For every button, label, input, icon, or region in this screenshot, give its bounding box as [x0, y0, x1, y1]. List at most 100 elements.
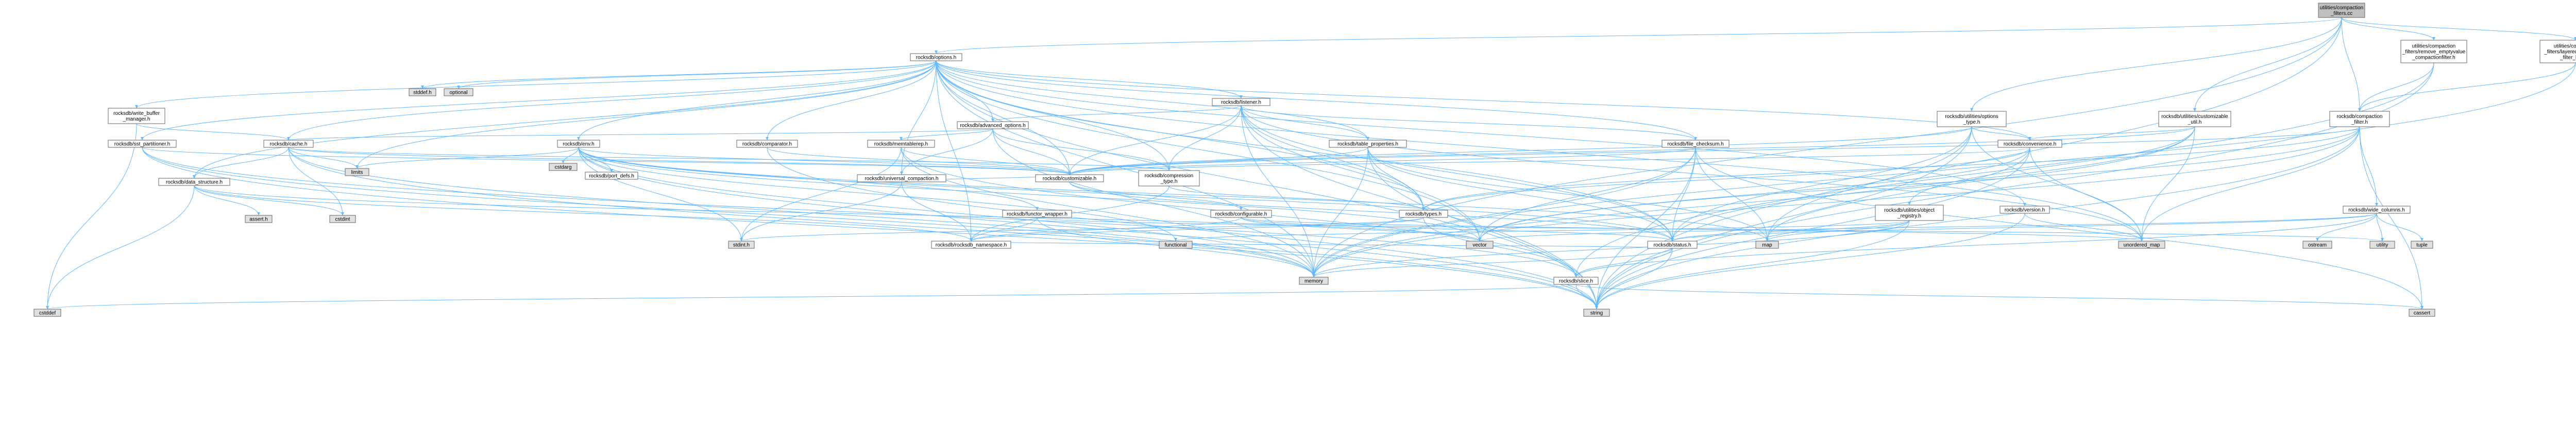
node-slice[interactable]: rocksdb/slice.h	[1553, 277, 1599, 285]
node-box-namespace	[931, 241, 1011, 249]
edge-listener-to-compression_type	[1168, 105, 1242, 171]
node-rem_empty[interactable]: utilities/compaction_filters/remove_empt…	[2400, 40, 2467, 63]
edge-memtablerep-to-stdint	[741, 147, 902, 242]
edge-root-to-memory	[1313, 17, 2342, 278]
node-env[interactable]: rocksdb/env.h	[557, 140, 600, 148]
edge-wide_columns-to-status	[1672, 213, 2377, 242]
edge-cache-to-cstdint	[288, 147, 343, 216]
node-limits: limits	[345, 168, 369, 176]
node-status[interactable]: rocksdb/status.h	[1647, 241, 1698, 249]
node-universal[interactable]: rocksdb/universal_compaction.h	[857, 174, 946, 182]
node-label-types: rocksdb/types.h	[1405, 212, 1442, 217]
edge-universal-to-stdint	[741, 181, 902, 242]
node-func_wrapper[interactable]: rocksdb/functor_wrapper.h	[1002, 210, 1072, 218]
node-types[interactable]: rocksdb/types.h	[1399, 210, 1448, 218]
node-label-memtablerep: rocksdb/memtablerep.h	[874, 142, 928, 147]
node-label-ostream: ostream	[2308, 243, 2327, 248]
node-compression_type[interactable]: rocksdb/compression_type.h	[1138, 170, 1200, 187]
edge-obj_registry-to-map	[1767, 220, 1910, 242]
node-box-universal	[857, 174, 946, 182]
node-comparator[interactable]: rocksdb/comparator.h	[736, 140, 798, 148]
edge-arrow-root-to-options	[935, 50, 938, 54]
node-box-layered	[2539, 40, 2576, 63]
edge-arrow-data_struct-to-assert_h	[257, 212, 260, 215]
node-label-cstddef: cstddef	[39, 311, 56, 316]
node-box-comparator	[736, 140, 798, 148]
edge-obj_registry-to-memory	[1313, 220, 1910, 278]
node-label-universal: rocksdb/universal_compaction.h	[865, 176, 939, 182]
edge-obj_registry-to-string	[1596, 220, 1910, 310]
edge-arrow-status-to-slice	[1574, 274, 1578, 277]
node-file_checksum[interactable]: rocksdb/file_checksum.h	[1662, 140, 1730, 148]
node-cust_util[interactable]: rocksdb/utilities/customizable_util.h	[2158, 111, 2231, 127]
node-configurable[interactable]: rocksdb/configurable.h	[1210, 210, 1272, 218]
node-listener[interactable]: rocksdb/listener.h	[1212, 98, 1270, 106]
node-optional: optional	[444, 88, 473, 96]
edge-root-to-compaction_filter	[2341, 17, 2360, 112]
edge-options_type-to-convenience	[1971, 126, 2030, 141]
node-label-cust_util: rocksdb/utilities/customizable	[2161, 114, 2228, 120]
edge-version-to-unordered_map	[2024, 213, 2142, 242]
edge-wide_columns-to-utility	[2376, 213, 2383, 242]
node-port_defs[interactable]: rocksdb/port_defs.h	[585, 172, 638, 180]
edge-cache-to-string	[288, 147, 1597, 310]
edge-arrow-slice-to-string	[1595, 306, 1598, 309]
edge-cache-to-compression_type	[288, 147, 1170, 171]
edge-env-to-limits	[357, 147, 579, 169]
edge-configurable-to-status	[1241, 217, 1673, 242]
node-label-options: rocksdb/options.h	[916, 55, 956, 61]
edge-options-to-listener	[936, 60, 1242, 99]
node-data_struct[interactable]: rocksdb/data_structure.h	[158, 178, 230, 186]
node-options_type[interactable]: rocksdb/utilities/options_type.h	[1937, 111, 2007, 127]
node-compaction_filter[interactable]: rocksdb/compaction_filter.h	[2329, 111, 2390, 127]
node-namespace[interactable]: rocksdb/rocksdb_namespace.h	[931, 241, 1011, 249]
edge-arrow-listener-to-file_checksum	[1694, 137, 1697, 140]
edge-advanced-to-memory	[992, 128, 1314, 278]
node-label-memory: memory	[1304, 279, 1323, 284]
node-stddef: stddef.h	[409, 88, 436, 96]
node-obj_registry[interactable]: rocksdb/utilities/object_registry.h	[1875, 205, 1944, 221]
edge-file_checksum-to-status	[1672, 147, 1696, 242]
node-label-root: _filters.cc	[2330, 11, 2352, 16]
node-version[interactable]: rocksdb/version.h	[1999, 206, 2050, 214]
node-label-utility: utility	[2377, 243, 2388, 248]
node-layered[interactable]: utilities/compaction_filters/layered_com…	[2539, 40, 2576, 63]
edge-listener-to-table_props	[1241, 105, 1368, 141]
node-memtablerep[interactable]: rocksdb/memtablerep.h	[867, 140, 935, 148]
node-convenience[interactable]: rocksdb/convenience.h	[1997, 140, 2062, 148]
node-label-cstdarg: cstdarg	[555, 165, 572, 171]
node-box-stdint	[728, 241, 755, 249]
edge-arrow-wide_columns-to-ostream	[2316, 238, 2319, 241]
edge-root-to-cust_util	[2194, 17, 2342, 112]
edge-rem_empty-to-compaction_filter	[2359, 62, 2434, 112]
node-box-memory	[1299, 277, 1329, 285]
edge-arrow-env-to-cstdarg	[562, 160, 565, 163]
node-root[interactable]: utilities/compaction_filters.cc	[2318, 3, 2365, 18]
node-box-slice	[1553, 277, 1599, 285]
edge-options_type-to-customizable	[1069, 126, 1972, 175]
edge-arrow-status-to-memory	[1312, 274, 1315, 277]
node-box-table_props	[1329, 140, 1407, 148]
edge-options-to-table_props	[936, 60, 1368, 141]
node-layer: utilities/compaction_filters.cc rocksdb/o…	[33, 3, 2576, 317]
node-sst_part[interactable]: rocksdb/sst_partitioner.h	[108, 140, 177, 148]
node-cache[interactable]: rocksdb/cache.h	[263, 140, 314, 148]
node-customizable[interactable]: rocksdb/customizable.h	[1035, 174, 1104, 182]
node-options[interactable]: rocksdb/options.h	[910, 53, 962, 61]
node-cassert: cassert	[2409, 309, 2435, 317]
node-label-table_props: rocksdb/table_properties.h	[1337, 142, 1398, 147]
edge-options-to-limits	[357, 60, 937, 169]
node-table_props[interactable]: rocksdb/table_properties.h	[1329, 140, 1407, 148]
node-write_buffer[interactable]: rocksdb/write_buffer_manager.h	[108, 108, 165, 124]
edge-arrow-env-to-func_wrapper	[1036, 207, 1039, 210]
edge-arrow-compression_type-to-types	[1422, 207, 1425, 210]
edge-arrow-compaction_filter-to-wide_columns	[2375, 203, 2378, 206]
node-wide_columns[interactable]: rocksdb/wide_columns.h	[2343, 206, 2411, 214]
node-advanced[interactable]: rocksdb/advanced_options.h	[957, 121, 1029, 129]
node-utility: utility	[2369, 241, 2395, 249]
node-label-configurable: rocksdb/configurable.h	[1215, 212, 1267, 217]
node-box-options_type	[1937, 111, 2007, 127]
node-box-wide_columns	[2343, 206, 2411, 214]
edge-status-to-namespace	[971, 241, 1673, 249]
node-box-root	[2318, 3, 2365, 18]
